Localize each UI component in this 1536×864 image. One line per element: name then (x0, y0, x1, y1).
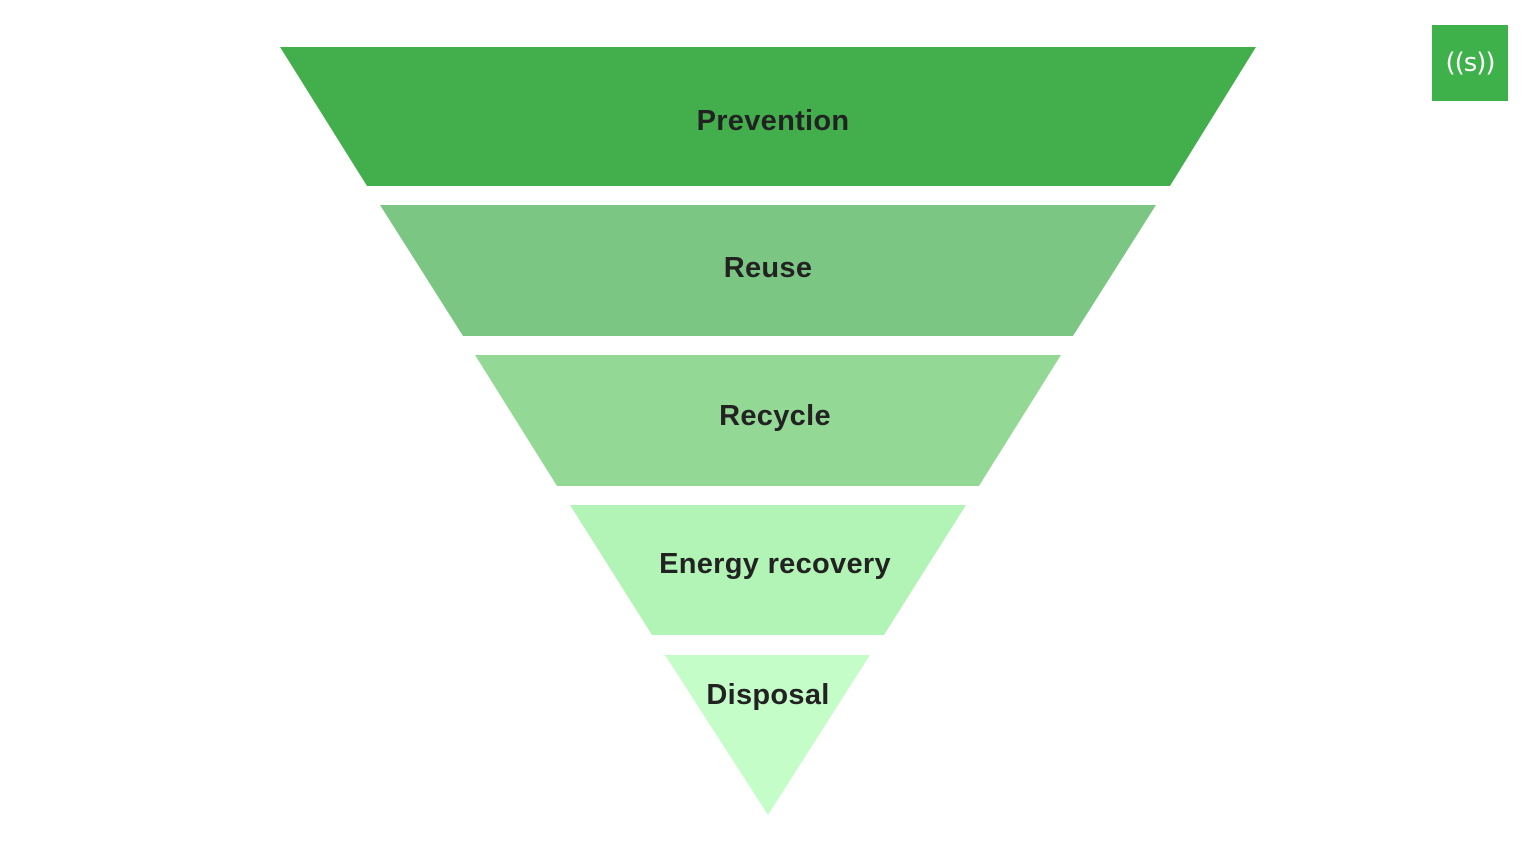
layer-recycle-shape (475, 355, 1061, 486)
layer-energy-recovery-label: Energy recovery (659, 548, 891, 580)
layer-reuse-shape (380, 205, 1156, 336)
layer-recycle: Recycle (475, 355, 1061, 486)
layer-prevention-shape (280, 47, 1256, 186)
layer-energy-recovery: Energy recovery (570, 505, 966, 635)
layer-disposal-shape (665, 655, 870, 815)
layer-reuse-label: Reuse (724, 252, 813, 284)
signal-s-logo-icon: ((s)) (1432, 25, 1508, 101)
layer-disposal-label: Disposal (706, 679, 829, 711)
layer-prevention: Prevention (280, 47, 1256, 186)
layer-energy-recovery-shape (570, 505, 966, 635)
logo-text: ((s)) (1445, 48, 1495, 78)
layer-disposal: Disposal (665, 655, 870, 815)
layer-prevention-label: Prevention (697, 105, 850, 137)
layer-reuse: Reuse (380, 205, 1156, 336)
layer-recycle-label: Recycle (719, 400, 831, 432)
